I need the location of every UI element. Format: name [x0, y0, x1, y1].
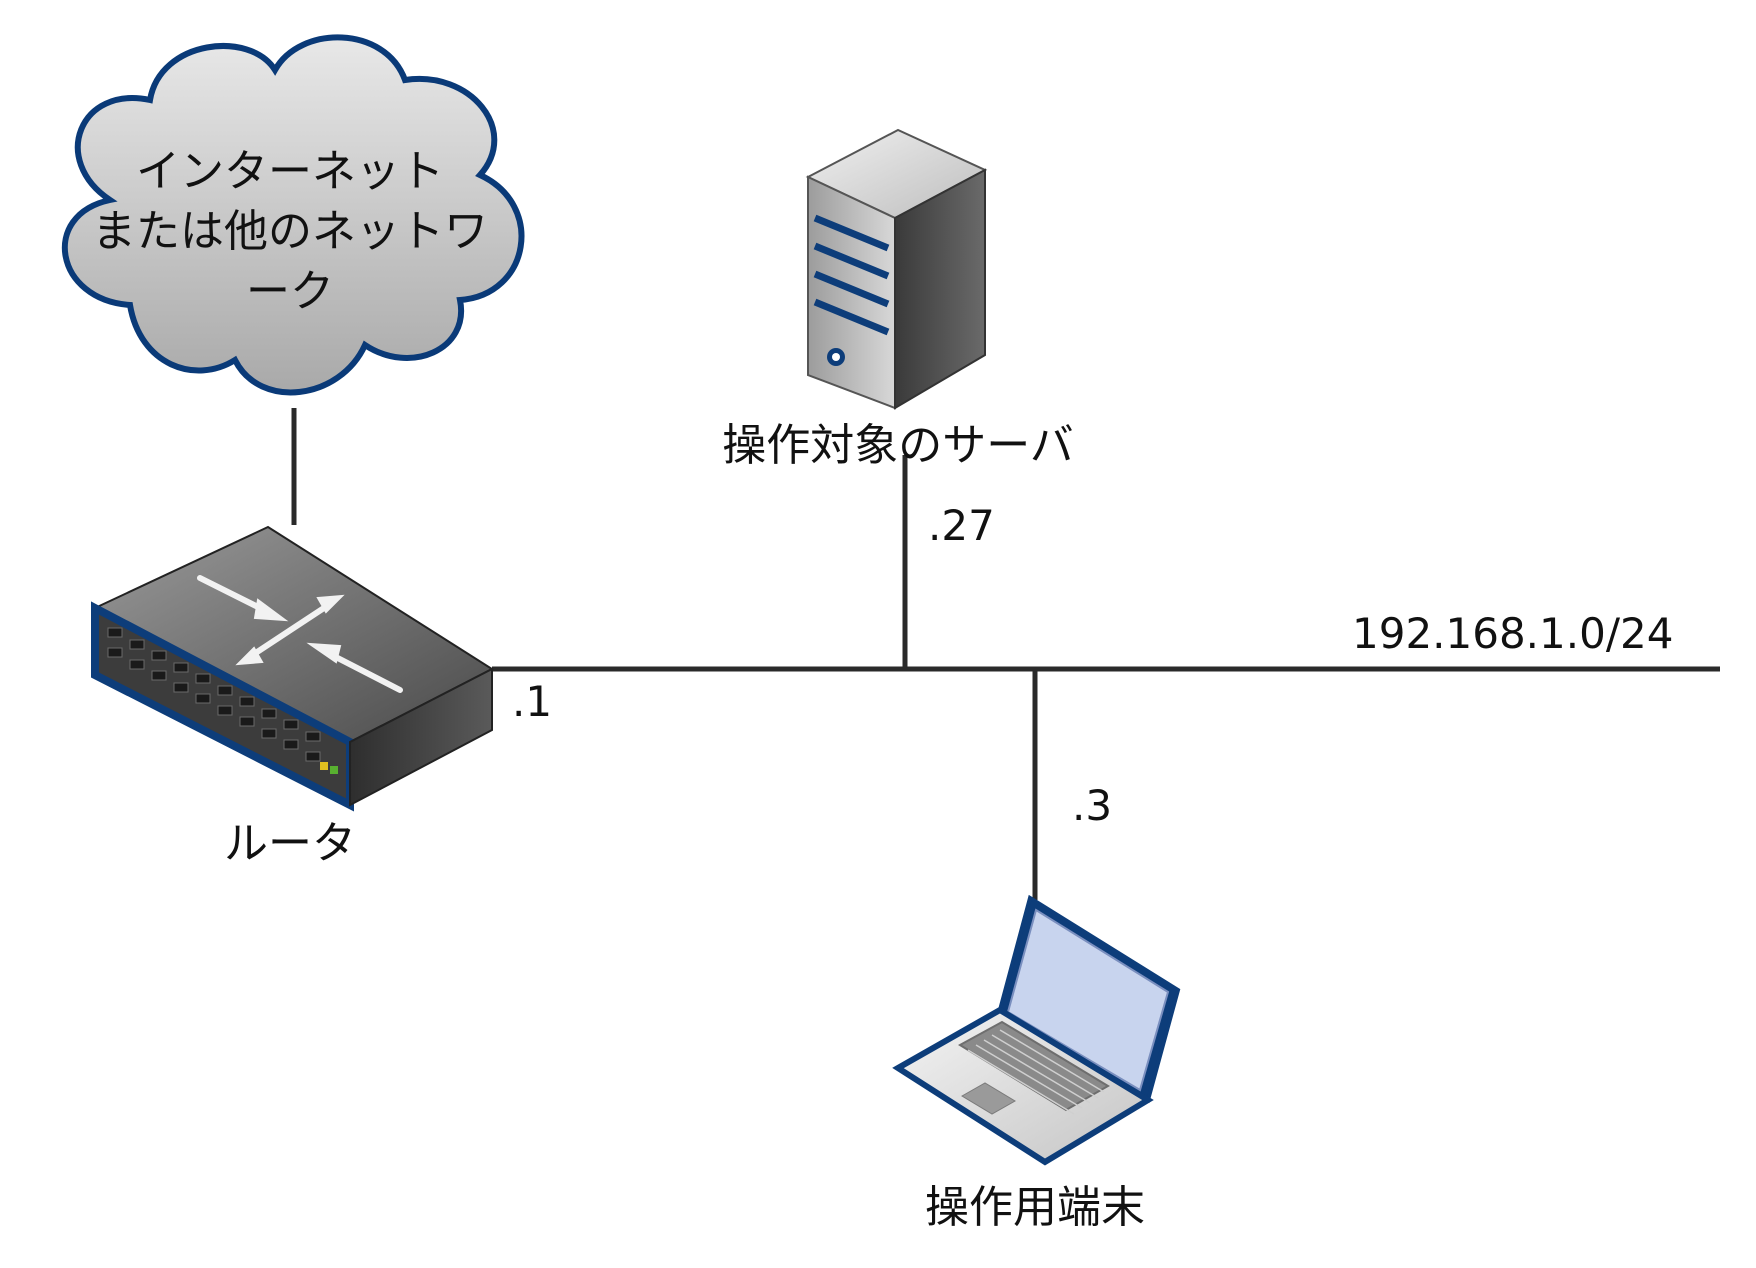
router-icon — [91, 525, 495, 812]
terminal-address: .3 — [1072, 781, 1112, 830]
server-label: 操作対象のサーバ — [722, 420, 1074, 471]
connection-lines — [291, 408, 1720, 900]
laptop-icon — [892, 894, 1181, 1166]
router-label: ルータ — [224, 818, 356, 869]
network-label: 192.168.1.0/24 — [1352, 609, 1673, 658]
server-address: .27 — [928, 501, 995, 550]
cloud-label-line-3: ーク — [246, 266, 334, 317]
cloud-label-line-1: インターネット — [136, 146, 444, 197]
cloud-icon — [61, 34, 525, 396]
terminal-label: 操作用端末 — [925, 1182, 1145, 1233]
cloud-label-line-2: または他のネットワ — [92, 206, 488, 257]
router-address: .1 — [512, 677, 552, 726]
server-icon — [805, 128, 988, 410]
